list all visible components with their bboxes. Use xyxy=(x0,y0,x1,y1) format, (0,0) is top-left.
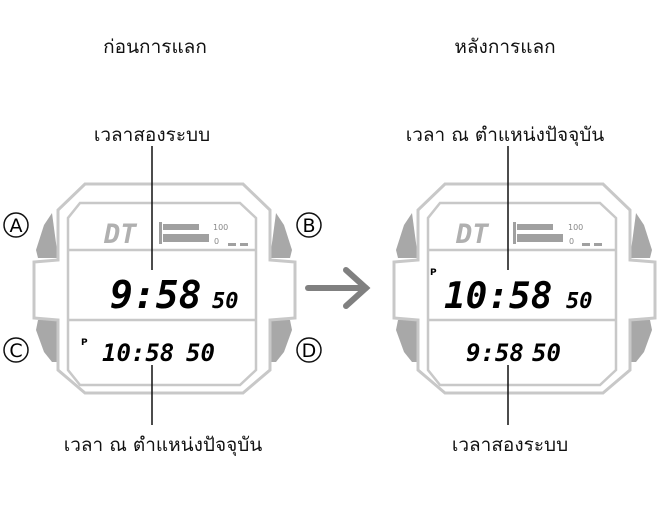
sub-time: 10:58 xyxy=(102,339,174,367)
watch-case xyxy=(32,182,297,395)
mode-indicator: DT xyxy=(455,219,489,250)
label-after-top: เวลา ณ ตำแหน่งปัจจุบัน xyxy=(405,124,605,146)
scale-high: 100 xyxy=(213,223,228,232)
mode-indicator: DT xyxy=(103,219,137,250)
button-a-label: A xyxy=(10,215,23,237)
level-bars xyxy=(159,222,209,244)
sub-seconds: 50 xyxy=(186,339,215,367)
heading-after: หลังการแลก xyxy=(454,36,556,58)
scale-high: 100 xyxy=(568,223,583,232)
watch-after: DT 100 0 P 10:58 50 9:58 50 xyxy=(392,146,657,425)
watch-screen xyxy=(66,201,258,387)
button-labels xyxy=(3,212,322,363)
label-before-bottom: เวลา ณ ตำแหน่งปัจจุบัน xyxy=(63,434,263,456)
pm-indicator: P xyxy=(81,338,88,348)
button-b xyxy=(270,213,292,258)
button-c-label: C xyxy=(9,340,22,362)
main-time: 9:58 xyxy=(110,273,202,317)
main-seconds: 50 xyxy=(212,289,239,314)
button-d-label: D xyxy=(302,340,317,362)
sub-seconds: 50 xyxy=(532,339,561,367)
button-d xyxy=(270,320,292,362)
button-a xyxy=(36,213,58,258)
label-after-bottom: เวลาสองระบบ xyxy=(451,434,569,456)
scale-low: 0 xyxy=(569,237,574,246)
watch-before: DT 100 0 9:58 50 P 10:58 50 xyxy=(32,146,297,425)
sub-time: 9:58 xyxy=(466,339,524,367)
pm-indicator: P xyxy=(430,268,437,278)
button-c xyxy=(36,320,58,362)
main-time: 10:58 xyxy=(444,276,552,317)
arrow-icon xyxy=(305,267,371,309)
scale-low: 0 xyxy=(214,237,219,246)
label-before-top: เวลาสองระบบ xyxy=(93,124,211,146)
button-b-label: B xyxy=(302,215,315,237)
main-seconds: 50 xyxy=(566,289,593,314)
heading-before: ก่อนการแลก xyxy=(103,36,207,58)
